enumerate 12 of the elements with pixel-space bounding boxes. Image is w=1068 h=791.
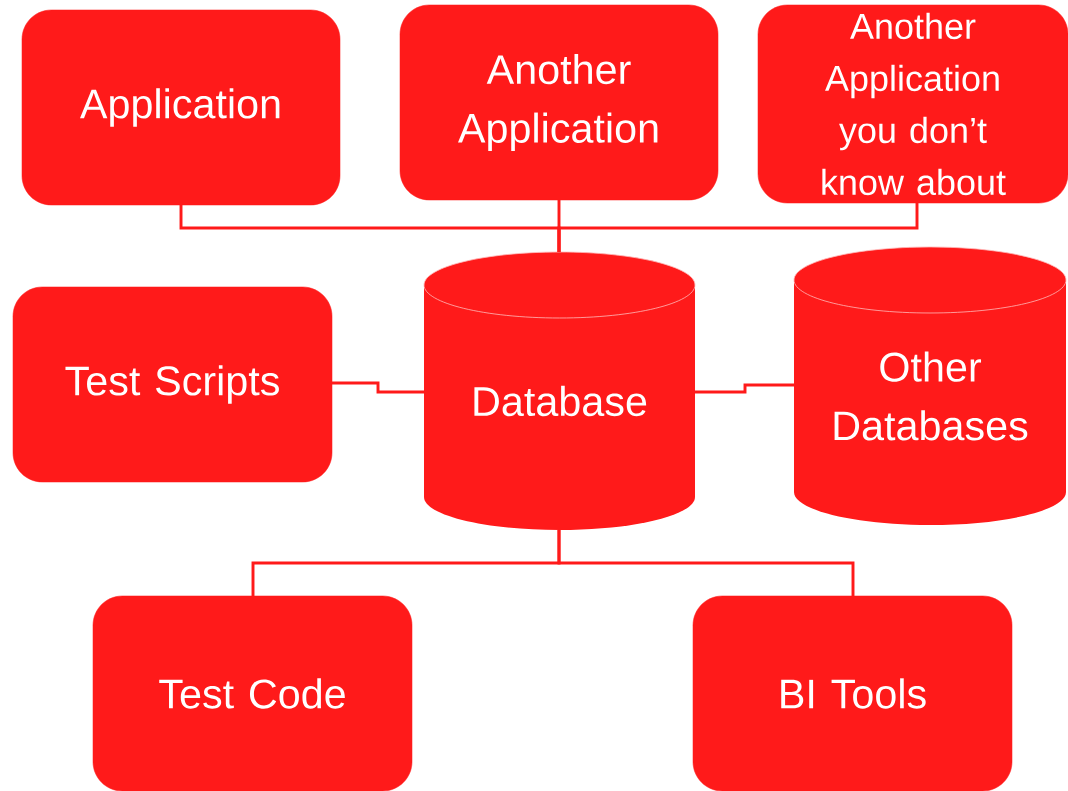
connector-line — [557, 530, 855, 596]
database-cylinder: Database — [423, 251, 696, 530]
process-box: Test Code — [92, 595, 413, 791]
connector-line — [332, 381, 424, 394]
connector-line — [695, 383, 794, 394]
process-box: Test Scripts — [12, 286, 333, 483]
process-box: Application — [21, 9, 341, 206]
process-box: Another Application — [399, 4, 719, 201]
database-cylinder: Other Databases — [793, 246, 1067, 525]
connector-line — [557, 203, 919, 252]
process-box: Another Application you don’t know about — [757, 4, 1068, 204]
process-box: BI Tools — [692, 595, 1013, 791]
